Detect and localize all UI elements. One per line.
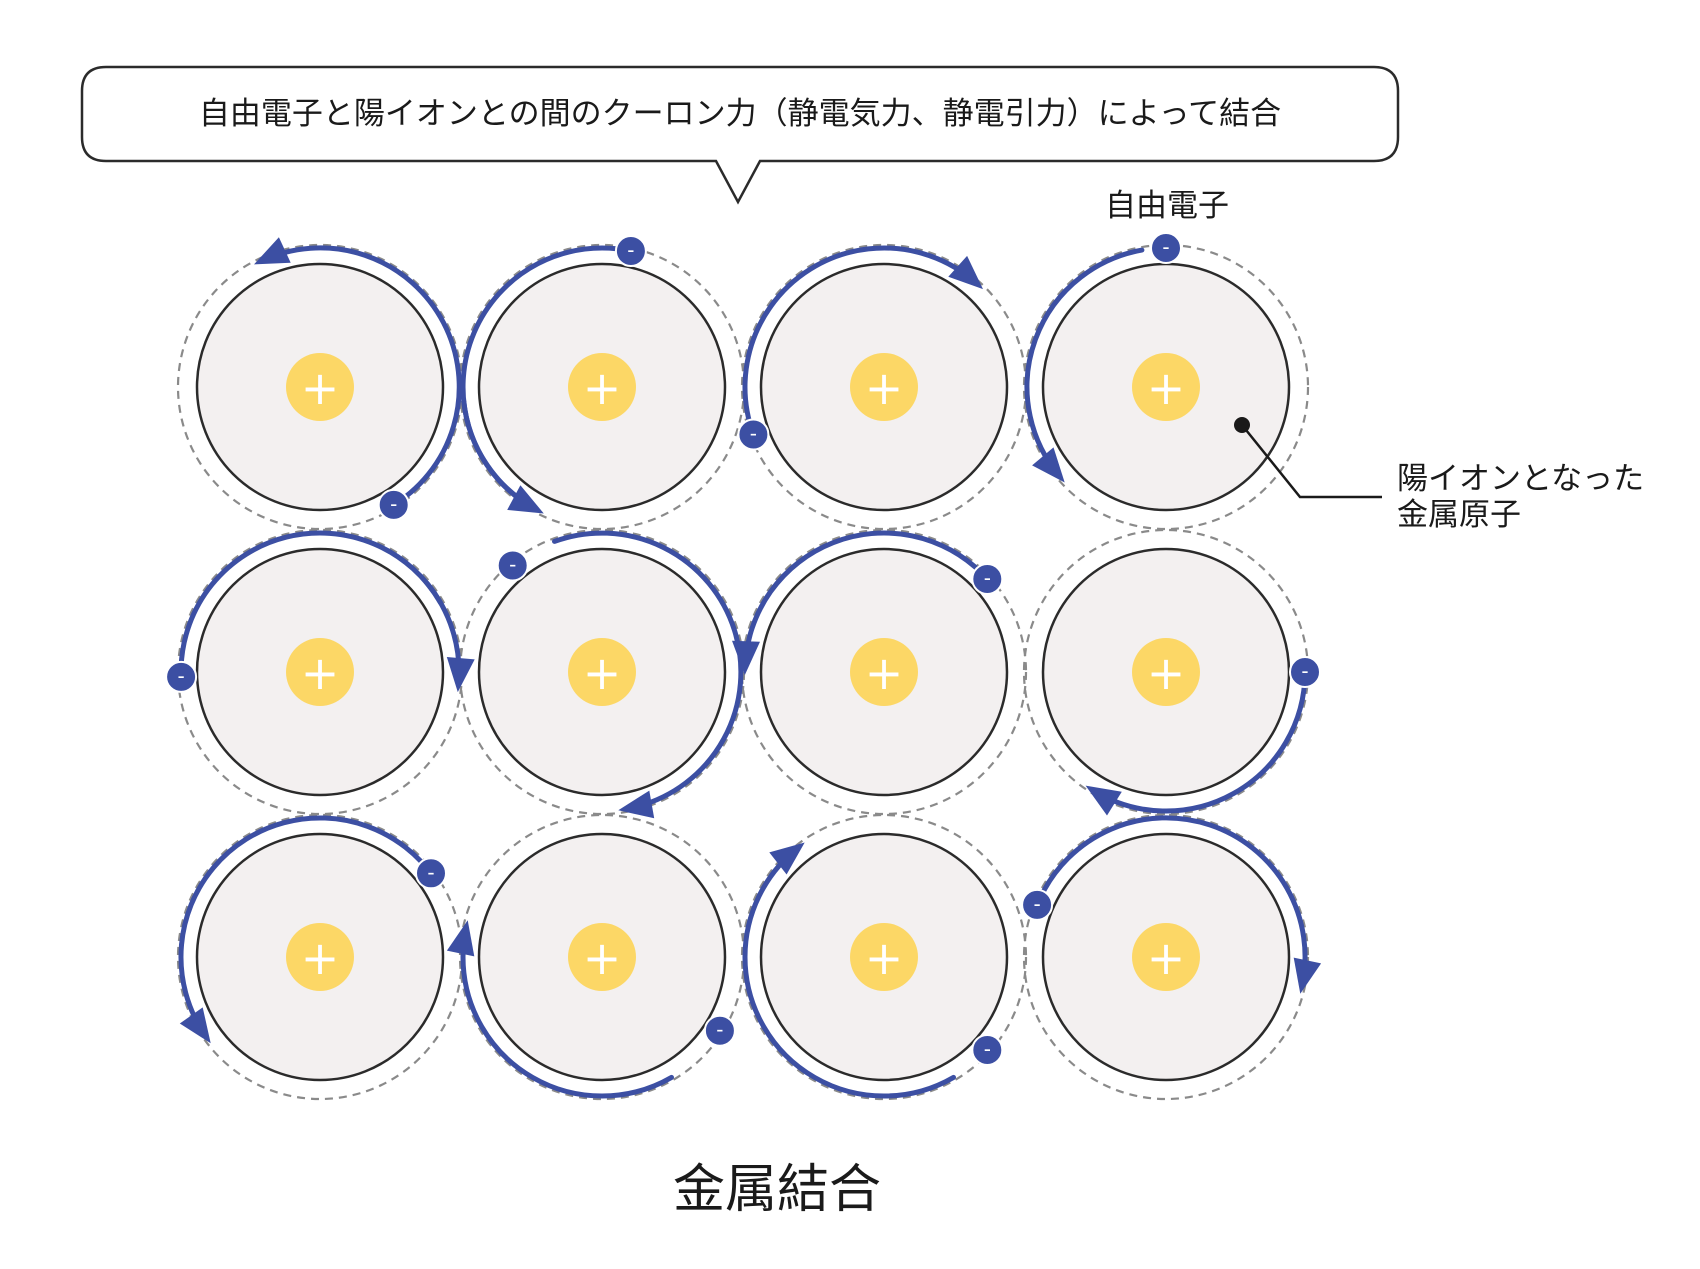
callout-bubble: 自由電子と陽イオンとの間のクーロン力（静電気力、静電引力）によって結合 [82, 67, 1398, 202]
free-electron: - [972, 1035, 1002, 1065]
free-electron: - [416, 858, 446, 888]
electron-charge-symbol: - [627, 238, 634, 262]
electron-charge-symbol: - [509, 553, 516, 577]
arrow-head [180, 1007, 211, 1043]
ion-charge-symbol: + [583, 646, 622, 700]
ion-label-line2: 金属原子 [1397, 497, 1521, 533]
ion-charge-symbol: + [583, 361, 622, 415]
electron-charge-symbol: - [716, 1018, 723, 1042]
ion-charge-symbol: + [1147, 361, 1186, 415]
free-electron: - [1290, 657, 1320, 687]
callout-outline [82, 67, 1398, 202]
electron-charge-symbol: - [1162, 235, 1169, 259]
free-electron: - [705, 1016, 735, 1046]
free-electron: - [972, 564, 1002, 594]
free-electron: - [498, 551, 528, 581]
free-electron: - [166, 662, 196, 692]
diagram-caption: 金属結合 [673, 1160, 881, 1220]
electron-charge-symbol: - [1301, 659, 1308, 683]
ion-label-group: 陽イオンとなった 金属原子 [1234, 417, 1644, 533]
ion-charge-symbol: + [865, 646, 904, 700]
callout-text: 自由電子と陽イオンとの間のクーロン力（静電気力、静電引力）によって結合 [199, 96, 1281, 132]
electron-charge-symbol: - [750, 422, 757, 446]
free-electron-label: 自由電子 [1105, 188, 1229, 224]
ion-charge-symbol: + [301, 931, 340, 985]
electron-charge-symbol: - [177, 664, 184, 688]
electron-charge-symbol: - [984, 566, 991, 590]
free-electron: - [379, 490, 409, 520]
free-electron: - [738, 420, 768, 450]
arrow-head [732, 641, 760, 675]
electron-charge-symbol: - [1033, 892, 1040, 916]
electron-charge-symbol: - [984, 1037, 991, 1061]
free-electron: - [1022, 890, 1052, 920]
ion-charge-symbol: + [1147, 646, 1186, 700]
electron-charge-symbol: - [390, 492, 397, 516]
ion-label-line1: 陽イオンとなった [1397, 461, 1644, 497]
ion-charge-symbol: + [301, 646, 340, 700]
ion-charge-symbol: + [865, 931, 904, 985]
arrow-head [447, 920, 474, 956]
arrow-head [1294, 958, 1321, 994]
arrow-head [1032, 447, 1065, 482]
free-electron: - [1151, 233, 1181, 263]
electron-charge-symbol: - [427, 860, 434, 884]
ion-charge-symbol: + [301, 361, 340, 415]
arrow-head [618, 791, 654, 819]
ion-charge-symbol: + [583, 931, 622, 985]
ion-charge-symbol: + [865, 361, 904, 415]
ion-charge-symbol: + [1147, 931, 1186, 985]
free-electron: - [616, 236, 646, 266]
